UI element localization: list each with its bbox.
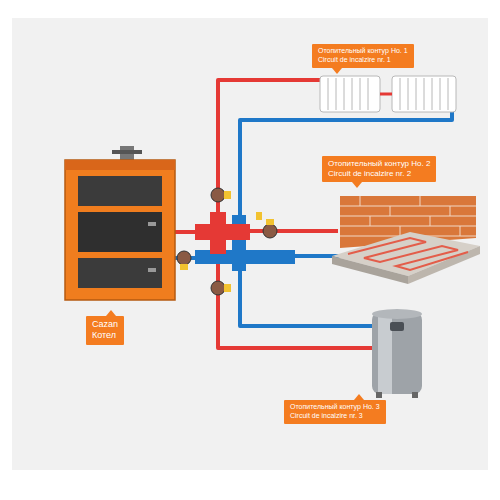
pumps [177, 188, 277, 295]
callout-pointer [352, 182, 362, 188]
circuit-label: Отопительный контур Но. 2Circuit de inca… [322, 156, 436, 182]
background-panel [12, 18, 488, 470]
label-heading: Отопительный контур Но. 1 [318, 47, 408, 56]
hydraulic-manifold [195, 212, 295, 271]
circuit-label: Отопительный контур Но. 3Circuit de inca… [284, 400, 386, 424]
callout-pointer [106, 310, 116, 316]
label-subtext: Circuit de incalzire nr. 1 [318, 56, 408, 65]
radiators [320, 76, 456, 112]
underfloor-heating [332, 196, 480, 284]
label-heading: Отопительный контур Но. 2 [328, 159, 430, 169]
label-heading: Cazan [92, 319, 118, 330]
label-subtext: Circuit de incalzire nr. 3 [290, 412, 380, 421]
callout-pointer [332, 68, 342, 74]
label-subtext: Котел [92, 330, 118, 341]
label-heading: Отопительный контур Но. 3 [290, 403, 380, 412]
solid-fuel-boiler [65, 146, 175, 300]
hot-water-tank [372, 309, 422, 398]
callout-pointer [354, 394, 364, 400]
label-subtext: Circuit de incalzire nr. 2 [328, 169, 430, 179]
boiler-label: CazanКотел [86, 316, 124, 345]
circuit-label: Отопительный контур Но. 1Circuit de inca… [312, 44, 414, 68]
